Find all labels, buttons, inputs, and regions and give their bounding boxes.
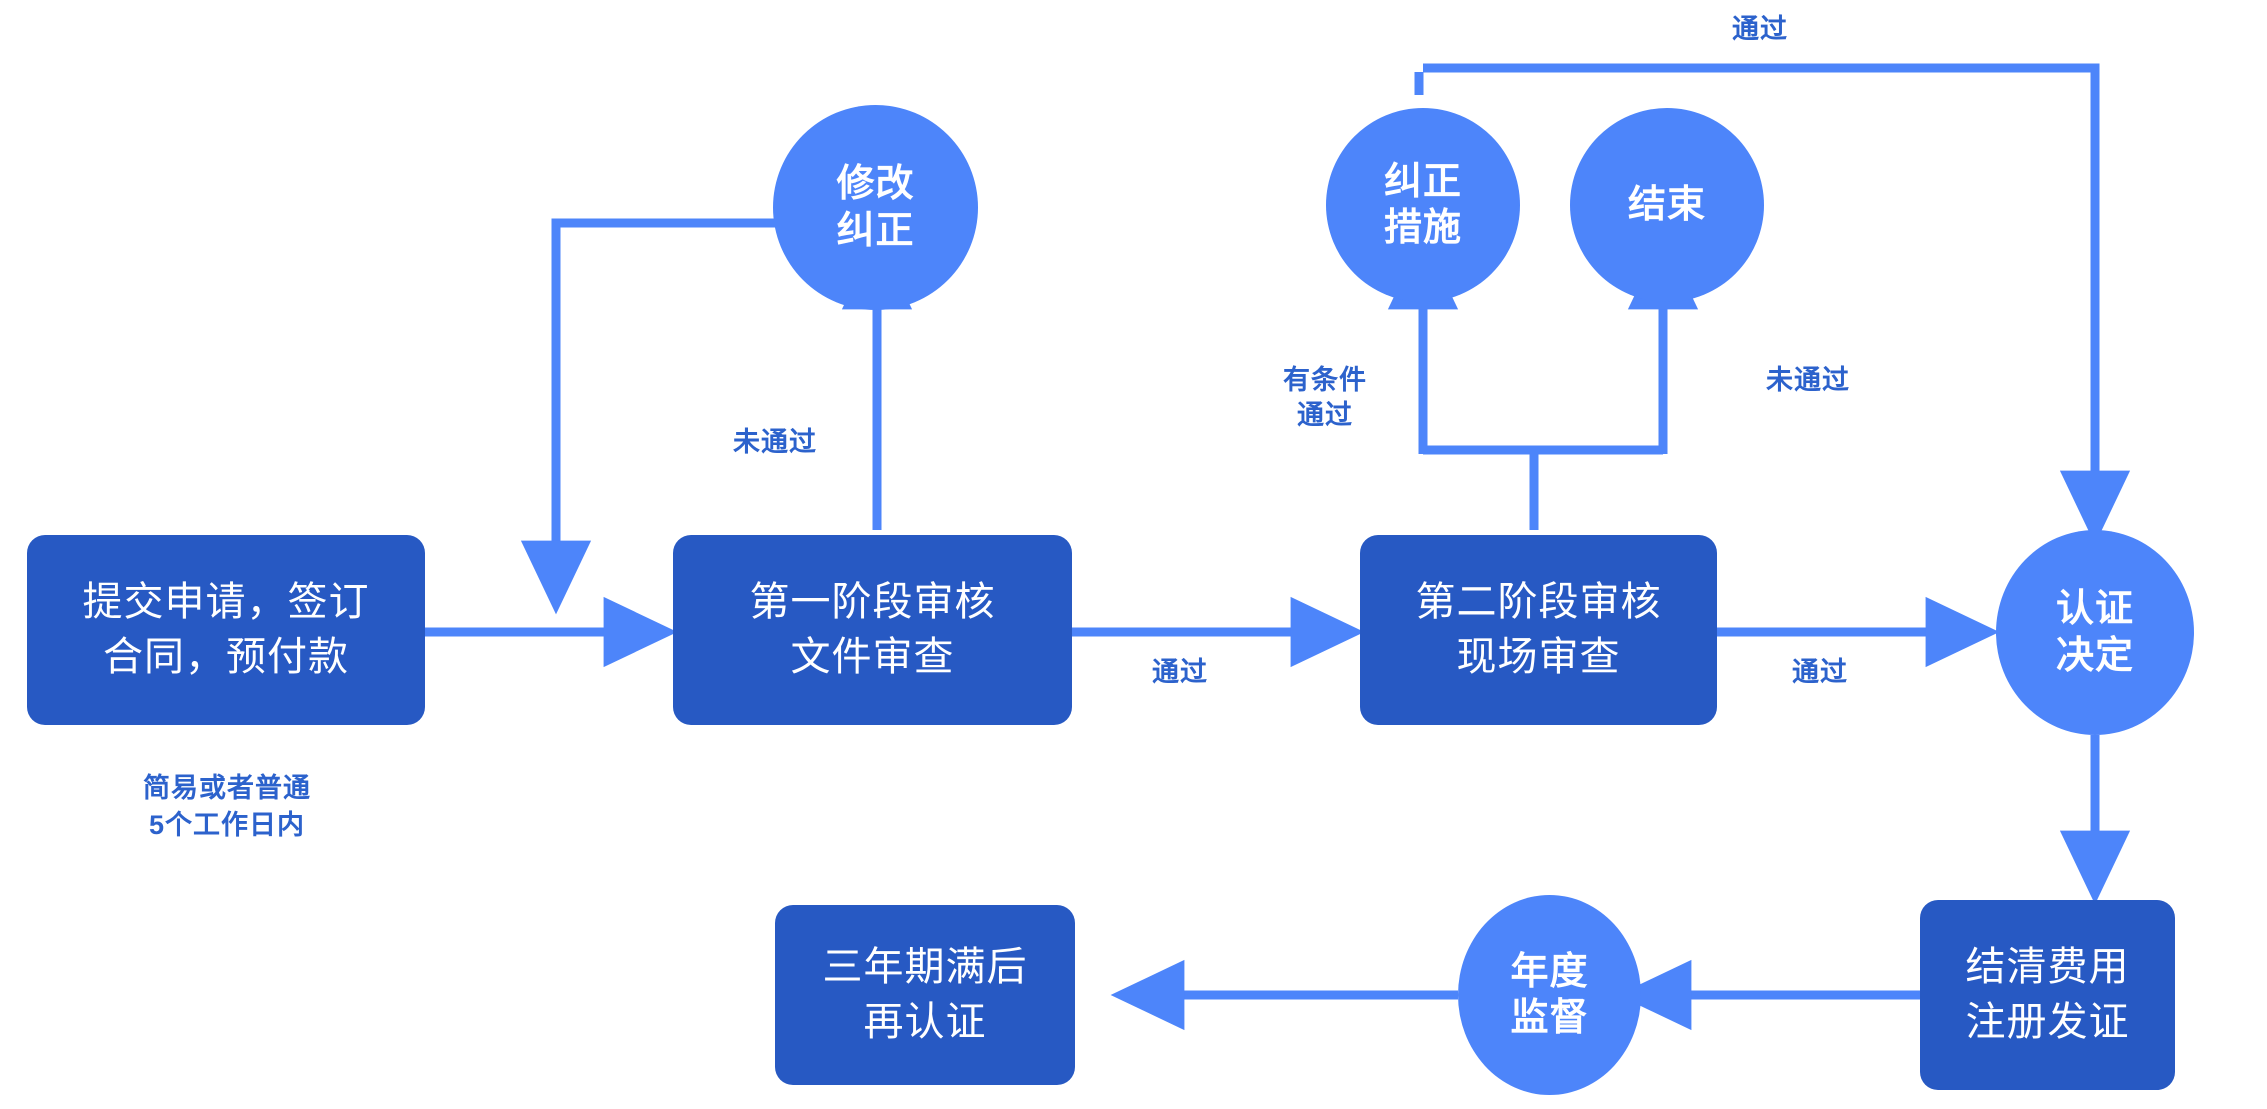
node-stage1[interactable]: 第一阶段审核 文件审查	[673, 535, 1072, 725]
node-recert-label: 三年期满后 再认证	[822, 944, 1028, 1044]
node-revise-label: 修改 纠正	[836, 163, 915, 252]
node-stage1-label: 第一阶段审核 文件审查	[749, 579, 996, 679]
node-revise[interactable]: 修改 纠正	[773, 105, 978, 310]
edge-revise-to-stage1	[520, 218, 805, 615]
node-stage2[interactable]: 第二阶段审核 现场审查	[1360, 535, 1717, 725]
node-corrective-label: 纠正 措施	[1383, 160, 1462, 249]
edge-label-pass-top: 通过	[1732, 14, 1788, 44]
node-annual[interactable]: 年度 监督	[1458, 895, 1641, 1095]
edge-corrective-to-decision	[1423, 63, 2131, 545]
node-apply-label: 提交申请，签订 合同，预付款	[82, 579, 370, 679]
edge-label-fail-stage1: 未通过	[733, 427, 817, 457]
edge-label-pass-stage2: 通过	[1792, 657, 1848, 687]
node-decision[interactable]: 认证 决定	[1996, 530, 2194, 735]
edge-label-pass-stage1: 通过	[1152, 657, 1208, 687]
node-stage2-label: 第二阶段审核 现场审查	[1415, 579, 1662, 679]
node-end[interactable]: 结束	[1570, 108, 1764, 302]
node-corrective[interactable]: 纠正 措施	[1326, 108, 1520, 302]
edge-label-conditional-pass: 有条件 通过	[1283, 365, 1367, 431]
edge-label-fail-stage2: 未通过	[1766, 365, 1850, 395]
node-recert[interactable]: 三年期满后 再认证	[775, 905, 1075, 1085]
node-settle-label: 结清费用 注册发证	[1965, 944, 2130, 1044]
note-apply-timeline: 简易或者普通 5个工作日内	[143, 773, 311, 841]
node-decision-label: 认证 决定	[2055, 588, 2134, 677]
node-end-label: 结束	[1627, 183, 1706, 226]
node-annual-label: 年度 监督	[1510, 950, 1589, 1039]
node-settle[interactable]: 结清费用 注册发证	[1920, 900, 2175, 1090]
node-apply[interactable]: 提交申请，签订 合同，预付款	[27, 535, 425, 725]
